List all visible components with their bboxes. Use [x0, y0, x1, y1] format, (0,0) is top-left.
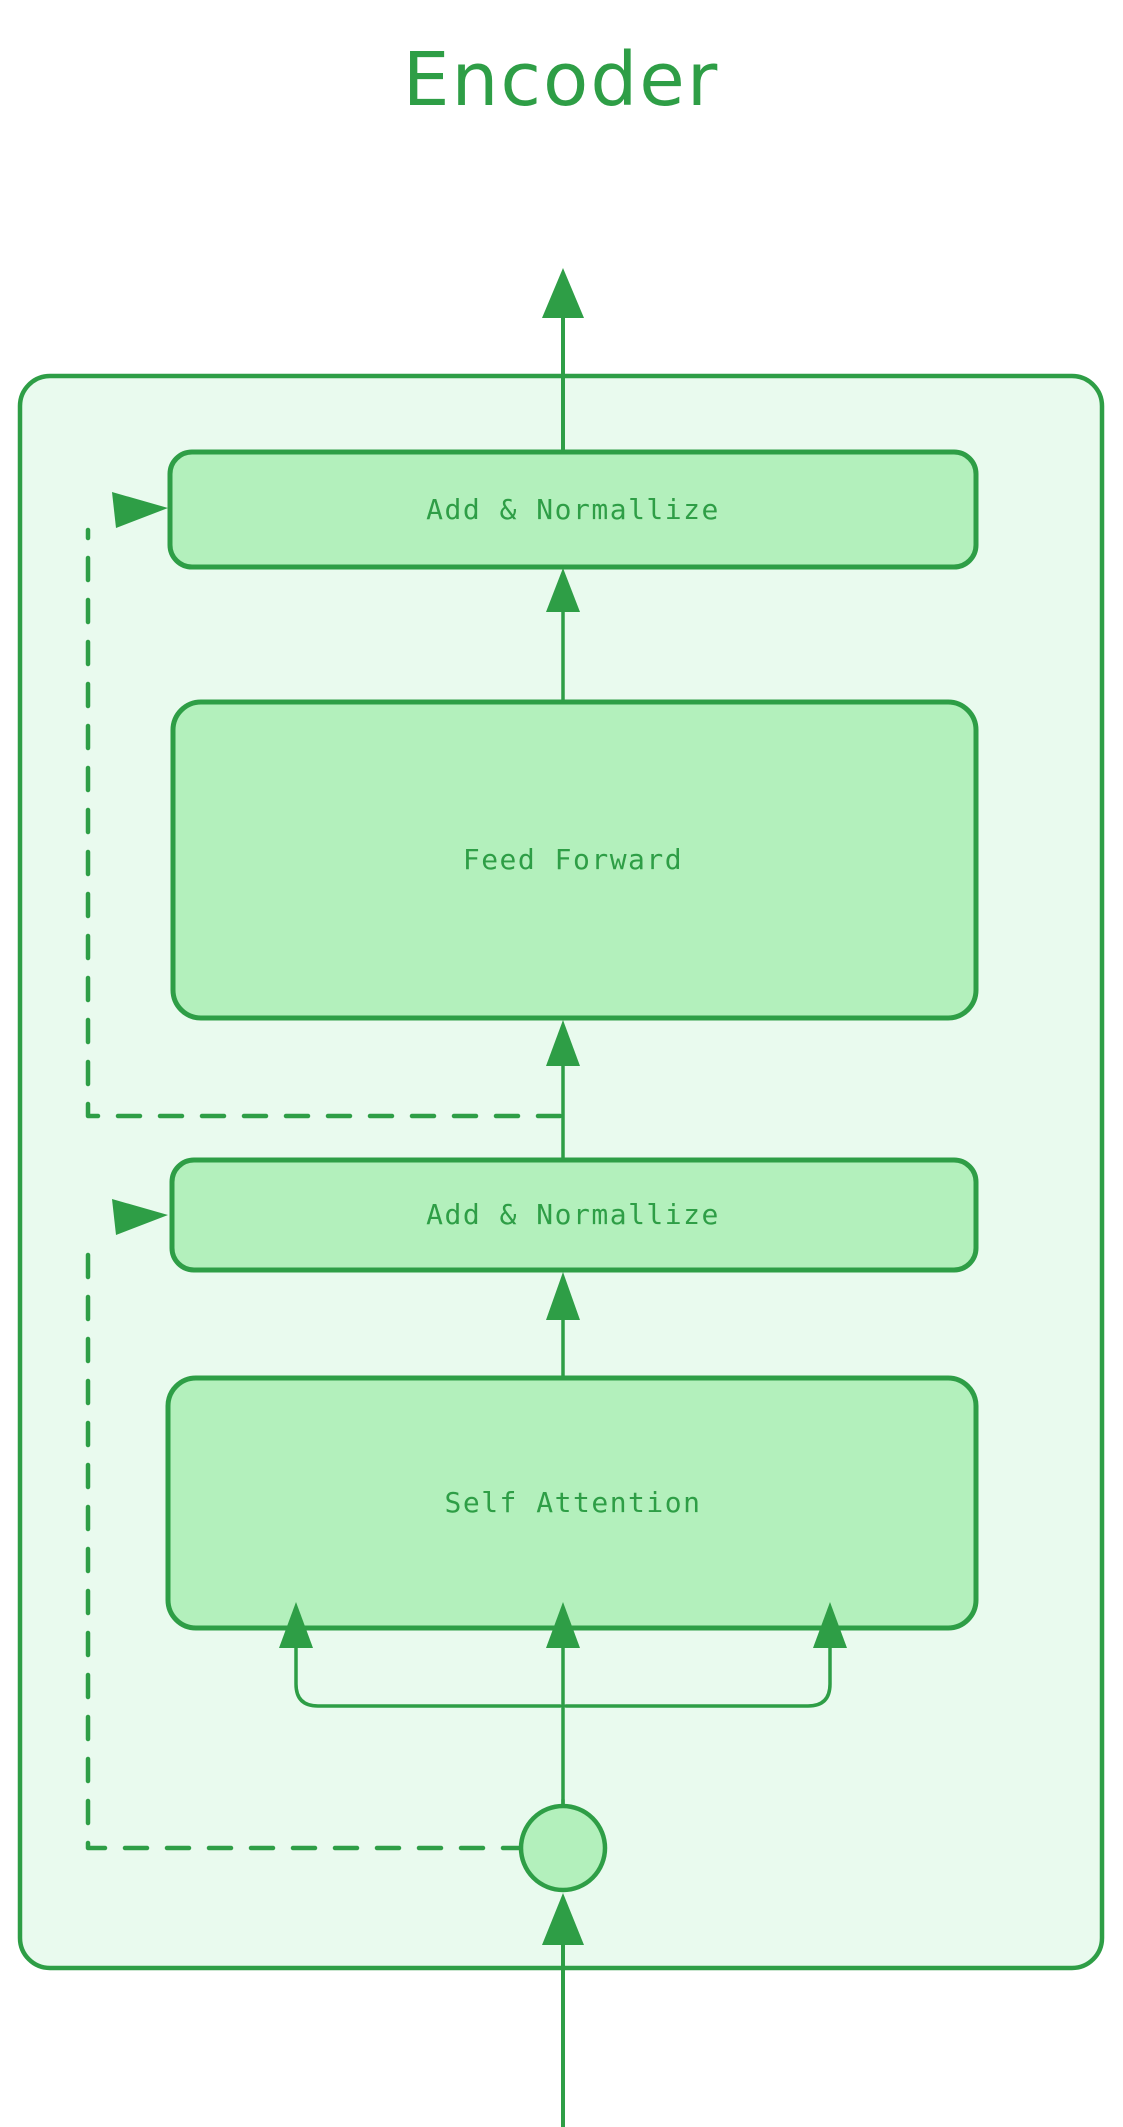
arrow-up-icon-sa-input-center — [546, 1602, 580, 1648]
arrow-right-icon-residual-top — [112, 492, 168, 528]
node-add-norm-bottom-label: Add & Normallize — [426, 1198, 720, 1231]
arrow-up-icon-sa-input-right — [813, 1602, 847, 1648]
edge-residual-input-dashed — [85, 1242, 528, 1851]
page-title: Encoder — [403, 37, 720, 123]
edge-residual-feedforward-dashed — [85, 527, 563, 1119]
arrow-up-icon-ff-to-addnorm — [546, 568, 580, 612]
edge-junction-to-selfattention-right — [564, 1638, 832, 1708]
node-self-attention-label: Self Attention — [444, 1486, 701, 1519]
circle-junction-icon[interactable] — [518, 1803, 608, 1893]
edge-junction-to-selfattention-left — [294, 1638, 562, 1708]
arrow-up-icon-sa-input-left — [279, 1602, 313, 1648]
node-add-norm-top[interactable] — [167, 449, 979, 570]
arrow-right-icon-residual-bottom — [112, 1199, 168, 1235]
node-feed-forward-label: Feed Forward — [463, 843, 683, 876]
arrow-up-icon-sa-to-addnorm — [546, 1272, 580, 1320]
arrow-up-icon-addnorm-to-ff — [546, 1020, 580, 1066]
arrow-up-icon-input — [542, 1893, 584, 1945]
node-add-norm-bottom[interactable] — [169, 1157, 979, 1273]
node-add-norm-top-label: Add & Normallize — [426, 493, 720, 526]
node-feed-forward[interactable] — [170, 699, 979, 1021]
arrow-up-icon-output — [542, 268, 584, 318]
